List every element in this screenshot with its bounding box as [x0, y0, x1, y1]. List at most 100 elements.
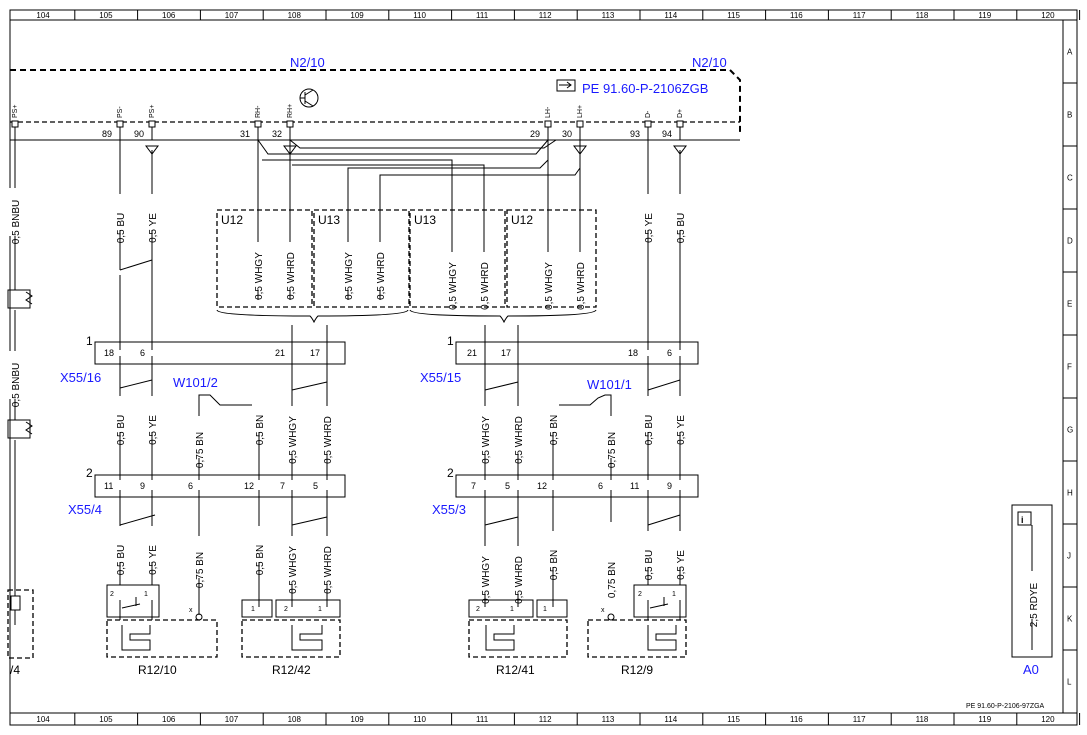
pin-label: 12	[244, 481, 254, 491]
svg-text:i: i	[1021, 515, 1024, 525]
ruler-column-label: 115	[727, 11, 740, 20]
wire-label-bg	[673, 194, 686, 230]
component-name: R12/9	[621, 663, 653, 677]
module-pin	[254, 120, 262, 128]
wire-label: 0,75 BN	[195, 432, 206, 468]
ruler-row-label: D	[1067, 237, 1073, 246]
module-pin-label: PS-	[117, 106, 124, 118]
ground-block-a0: i A0	[1011, 504, 1053, 677]
splice-w101-1: W101/1	[587, 377, 632, 392]
wire-label-bg	[113, 194, 126, 230]
wire-label-bg	[641, 531, 654, 567]
wire-label: 0,5 BNBU	[11, 363, 22, 407]
wire-label-bg	[252, 396, 265, 432]
wire-label: 0,5 WHGY	[481, 416, 492, 464]
ruler-column-label: 112	[539, 715, 552, 724]
group-label-u13-left: U13	[318, 213, 340, 227]
component-r12-9: 2 1 x R12/9	[587, 584, 687, 677]
wire-label-bg	[285, 536, 298, 584]
wire-label-bg	[8, 351, 21, 399]
component-r12-10: 2 1 x R12/10	[106, 584, 218, 677]
hand-pointer-icon[interactable]	[556, 79, 576, 92]
ruler-column-label: 105	[99, 715, 113, 724]
wire-label-bg	[604, 416, 617, 458]
connector-name: X55/15	[420, 370, 461, 385]
module-pin-number: 30	[562, 129, 572, 139]
ruler-row-label: F	[1067, 363, 1072, 372]
wire-label-bg	[511, 406, 524, 454]
pin-label: 2	[476, 606, 480, 613]
wire-label: 0,5 WHGY	[344, 252, 355, 300]
wire-label: 0,5 WHRD	[376, 252, 387, 300]
pin-label: 7	[471, 481, 476, 491]
module-pin	[676, 120, 684, 128]
ruler-row-label: K	[1067, 615, 1073, 624]
wire-label: 0,5 BU	[116, 415, 127, 446]
ruler-column-label: 119	[978, 715, 991, 724]
wire-label: 0,5 BU	[116, 545, 127, 576]
wire-label: 2,5 RDYE	[1029, 582, 1040, 627]
ruler-column-label: 109	[350, 11, 364, 20]
footer-reference: PE 91.60-P-2106-97ZGA	[966, 703, 1045, 710]
left-partial-components: /4	[7, 289, 34, 677]
splice-w101-2: W101/2	[173, 375, 218, 390]
module-n2-10: N2/10 N2/10 PE 91.60-P-2106ZGB PS+PS-89P…	[10, 55, 741, 141]
wire-label-bg	[641, 194, 654, 230]
ruler-column-label: 120	[1041, 11, 1055, 20]
module-pin-number: 94	[662, 129, 672, 139]
info-icon[interactable]	[1017, 511, 1032, 526]
ruler-column-label: 117	[853, 715, 866, 724]
wire-label: 0,5 WHGY	[254, 252, 265, 300]
group-label-u12-left: U12	[221, 213, 243, 227]
ruler-column-label: 105	[99, 11, 113, 20]
wire-label-bg	[192, 536, 205, 578]
module-pin-label: PS+	[149, 105, 156, 118]
wire-label: 0,5 WHRD	[576, 262, 587, 310]
wire-label-bg	[373, 242, 386, 290]
wire-label-bg	[145, 396, 158, 432]
wire-label-bg	[252, 526, 265, 562]
ruler-column-label: 115	[727, 715, 740, 724]
ruler-column-label: 106	[162, 11, 176, 20]
wire-label-bg	[573, 252, 586, 300]
group-label-u13-right: U13	[414, 213, 436, 227]
wire-label: 0,5 BNBU	[11, 200, 22, 244]
wire-label-bg	[478, 546, 491, 594]
connector-x55-3: 2 X55/3 7 5 12 6 11 9	[432, 466, 699, 517]
wire-label: 0,5 WHRD	[514, 556, 525, 604]
pin-label: 5	[505, 481, 510, 491]
module-pin	[116, 120, 124, 128]
wire-label-bg	[113, 396, 126, 432]
wire-label-bg	[285, 406, 298, 454]
pin-label: x	[601, 607, 605, 614]
module-pin-number: 89	[102, 129, 112, 139]
wire-label: 0,75 BN	[607, 432, 618, 468]
connector-name: X55/4	[68, 502, 102, 517]
ruler-column-label: 113	[602, 715, 615, 724]
ruler-column-label: 109	[350, 715, 364, 724]
ground-arrow-icons	[145, 145, 687, 155]
ruler-column-label: 110	[413, 715, 426, 724]
wire-label: 0,5 YE	[676, 415, 687, 445]
connector-index: 1	[447, 334, 454, 348]
module-reference-link[interactable]: PE 91.60-P-2106ZGB	[582, 81, 708, 96]
module-pin-number: 29	[530, 129, 540, 139]
ruler-column-label: 114	[664, 715, 677, 724]
pin-label: 1	[672, 591, 676, 598]
wire-label: 0,5 BN	[255, 415, 266, 446]
wire-label-bg	[341, 242, 354, 290]
module-pin-number: 93	[630, 129, 640, 139]
wire-label: 0,5 BN	[255, 545, 266, 576]
module-pin	[11, 120, 19, 128]
wire-label: 0,5 YE	[148, 213, 159, 243]
wire-label-bg	[541, 252, 554, 300]
ruler-column-label: 108	[288, 11, 302, 20]
connector-x55-16: 1 X55/16 18 6 21 17	[60, 334, 346, 385]
wire-label: 0,5 YE	[148, 415, 159, 445]
left-partial-label: /4	[10, 663, 20, 677]
ruler-column-label: 111	[476, 11, 489, 20]
wire-label-bg	[641, 396, 654, 432]
wire-label-bg	[673, 531, 686, 567]
module-pin	[544, 120, 552, 128]
pin-label: 18	[104, 348, 114, 358]
